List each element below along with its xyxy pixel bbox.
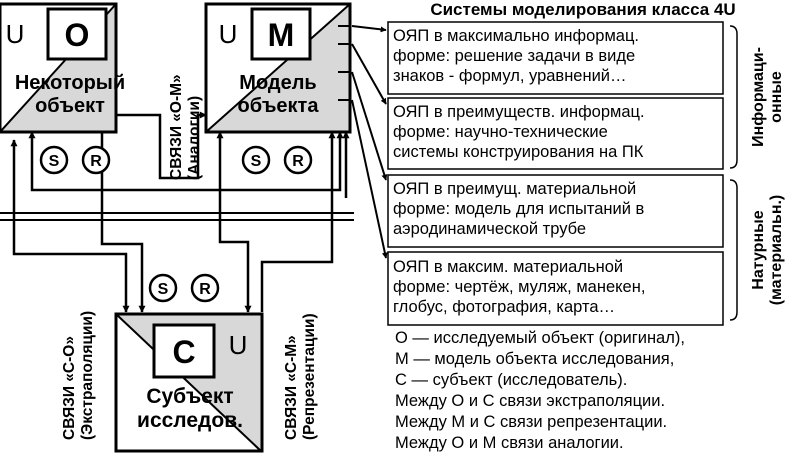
subject-block: С U Субъект исследов. xyxy=(114,312,264,453)
model-label-line2: объекта xyxy=(238,95,320,117)
arrow-to-system-4 xyxy=(351,99,388,259)
object-corner-u: U xyxy=(6,19,25,49)
system-4-line1: ОЯП в максим. материальной xyxy=(393,258,623,276)
model-corner-u: U xyxy=(219,19,238,49)
model-label-line1: Модель xyxy=(239,72,316,94)
object-s-text: S xyxy=(49,153,60,170)
subject-s-circle xyxy=(148,273,178,303)
co-link-line2: (Экстраполяции) xyxy=(79,311,96,440)
subject-s-text: S xyxy=(158,281,169,298)
system-box-1: ОЯП в максимально информац. форме: решен… xyxy=(387,21,724,95)
system-4-line2: форме: чертёж, муляж, манекен, xyxy=(393,278,645,296)
object-letter-box xyxy=(46,7,108,61)
subject-letter-box xyxy=(152,323,216,379)
object-s-circle xyxy=(39,145,69,175)
system-box-2: ОЯП в преимуществ. информац. форме: науч… xyxy=(387,97,724,170)
arrow-to-system-2 xyxy=(351,43,387,105)
sr-markers-model: S R xyxy=(241,145,313,175)
system-1-line2: форме: решение задачи в виде xyxy=(393,47,635,65)
subject-corner-u: U xyxy=(229,330,248,360)
legend-line-1: О — исследуемый объект (оригинал), xyxy=(395,329,685,347)
bracket-informational xyxy=(729,25,738,169)
co-link-label: СВЯЗИ «С-О» (Экстраполяции) xyxy=(61,311,96,440)
object-label-line2: объект xyxy=(35,95,105,117)
legend-line-2: М — модель объекта исследования, xyxy=(395,350,674,368)
object-r-text: R xyxy=(90,153,102,170)
co-connections xyxy=(10,132,146,313)
co-line-inner xyxy=(100,132,146,313)
system-box-3: ОЯП в преимущ. материальной форме: модел… xyxy=(387,174,724,248)
informational-line2: онные xyxy=(768,71,785,123)
legend-line-3: С — субъект (исследователь). xyxy=(395,371,627,389)
om-link-line2: (Аналогии) xyxy=(186,96,203,180)
system-3-line2: форме: модель для испытаний в xyxy=(393,200,645,218)
system-3-line1: ОЯП в преимущ. материальной xyxy=(393,180,636,198)
group-informational-label: Информаци- онные xyxy=(750,47,785,147)
cm-connections xyxy=(216,131,350,313)
system-3-line3: аэродинамической трубе xyxy=(393,220,586,238)
object-label-line1: Некоторый xyxy=(15,72,125,94)
arrow-to-system-1 xyxy=(351,25,387,33)
subject-label-line2: исследов. xyxy=(137,409,243,432)
model-r-circle xyxy=(283,145,313,175)
group-brackets xyxy=(729,25,738,321)
cm-link-label: СВЯЗИ «С-М» (Репрезентации) xyxy=(283,313,318,440)
cm-link-line1: СВЯЗИ «С-М» xyxy=(283,335,300,440)
sr-markers-subject: S R xyxy=(148,273,220,303)
subject-label-line1: Субъект xyxy=(146,385,233,408)
bracket-natural xyxy=(729,179,738,321)
object-block: О U Некоторый объект xyxy=(0,2,125,134)
diagram-title: Системы моделирования класса 4U xyxy=(430,0,735,19)
system-2-line2: форме: научно-технические xyxy=(393,123,608,141)
co-link-line1: СВЯЗИ «С-О» xyxy=(61,336,78,440)
sr-markers-object: S R xyxy=(39,145,111,175)
system-1-line3: знаков - формул, уравнений… xyxy=(393,67,627,85)
group-natural-label: Натурные (материальн.) xyxy=(750,195,785,306)
informational-line1: Информаци- xyxy=(750,47,767,147)
system-box-4: ОЯП в максим. материальной форме: чертёж… xyxy=(387,251,724,326)
separator xyxy=(0,212,354,221)
cm-line-inner xyxy=(216,131,252,313)
om-link-label: СВЯЗИ «О-М» (Аналогии) xyxy=(168,74,203,180)
object-letter: О xyxy=(65,17,90,53)
subject-letter: С xyxy=(172,334,195,370)
subject-r-circle xyxy=(190,273,220,303)
model-letter-box xyxy=(250,7,312,61)
legend-line-4: Между О и С связи экстраполяции. xyxy=(395,392,665,410)
subject-r-text: R xyxy=(199,281,211,298)
natural-line1: Натурные xyxy=(750,210,767,289)
cm-link-line2: (Репрезентации) xyxy=(301,313,318,440)
legend: О — исследуемый объект (оригинал), М — м… xyxy=(395,329,685,452)
co-line-outer xyxy=(10,139,130,313)
model-block: М U Модель объекта xyxy=(204,2,352,134)
system-1-line1: ОЯП в максимально информац. xyxy=(393,27,639,45)
arrow-to-system-3 xyxy=(351,71,388,181)
legend-line-5: Между М и С связи репрезентации. xyxy=(395,413,667,431)
cm-line-outer xyxy=(260,131,336,312)
model-letter: М xyxy=(268,17,295,53)
model-s-circle xyxy=(241,145,271,175)
object-r-circle xyxy=(81,145,111,175)
om-loop-inner xyxy=(116,111,207,180)
system-2-line1: ОЯП в преимуществ. информац. xyxy=(393,103,645,121)
system-arrows xyxy=(351,25,388,259)
model-r-text: R xyxy=(292,153,304,170)
om-link-line1: СВЯЗИ «О-М» xyxy=(168,74,185,180)
legend-line-6: Между О и М связи аналогии. xyxy=(395,434,624,452)
model-s-text: S xyxy=(251,153,262,170)
system-4-line3: глобус, фотография, карта… xyxy=(393,298,615,316)
natural-line2: (материальн.) xyxy=(768,195,785,306)
system-2-line3: системы конструирования на ПК xyxy=(393,143,644,161)
